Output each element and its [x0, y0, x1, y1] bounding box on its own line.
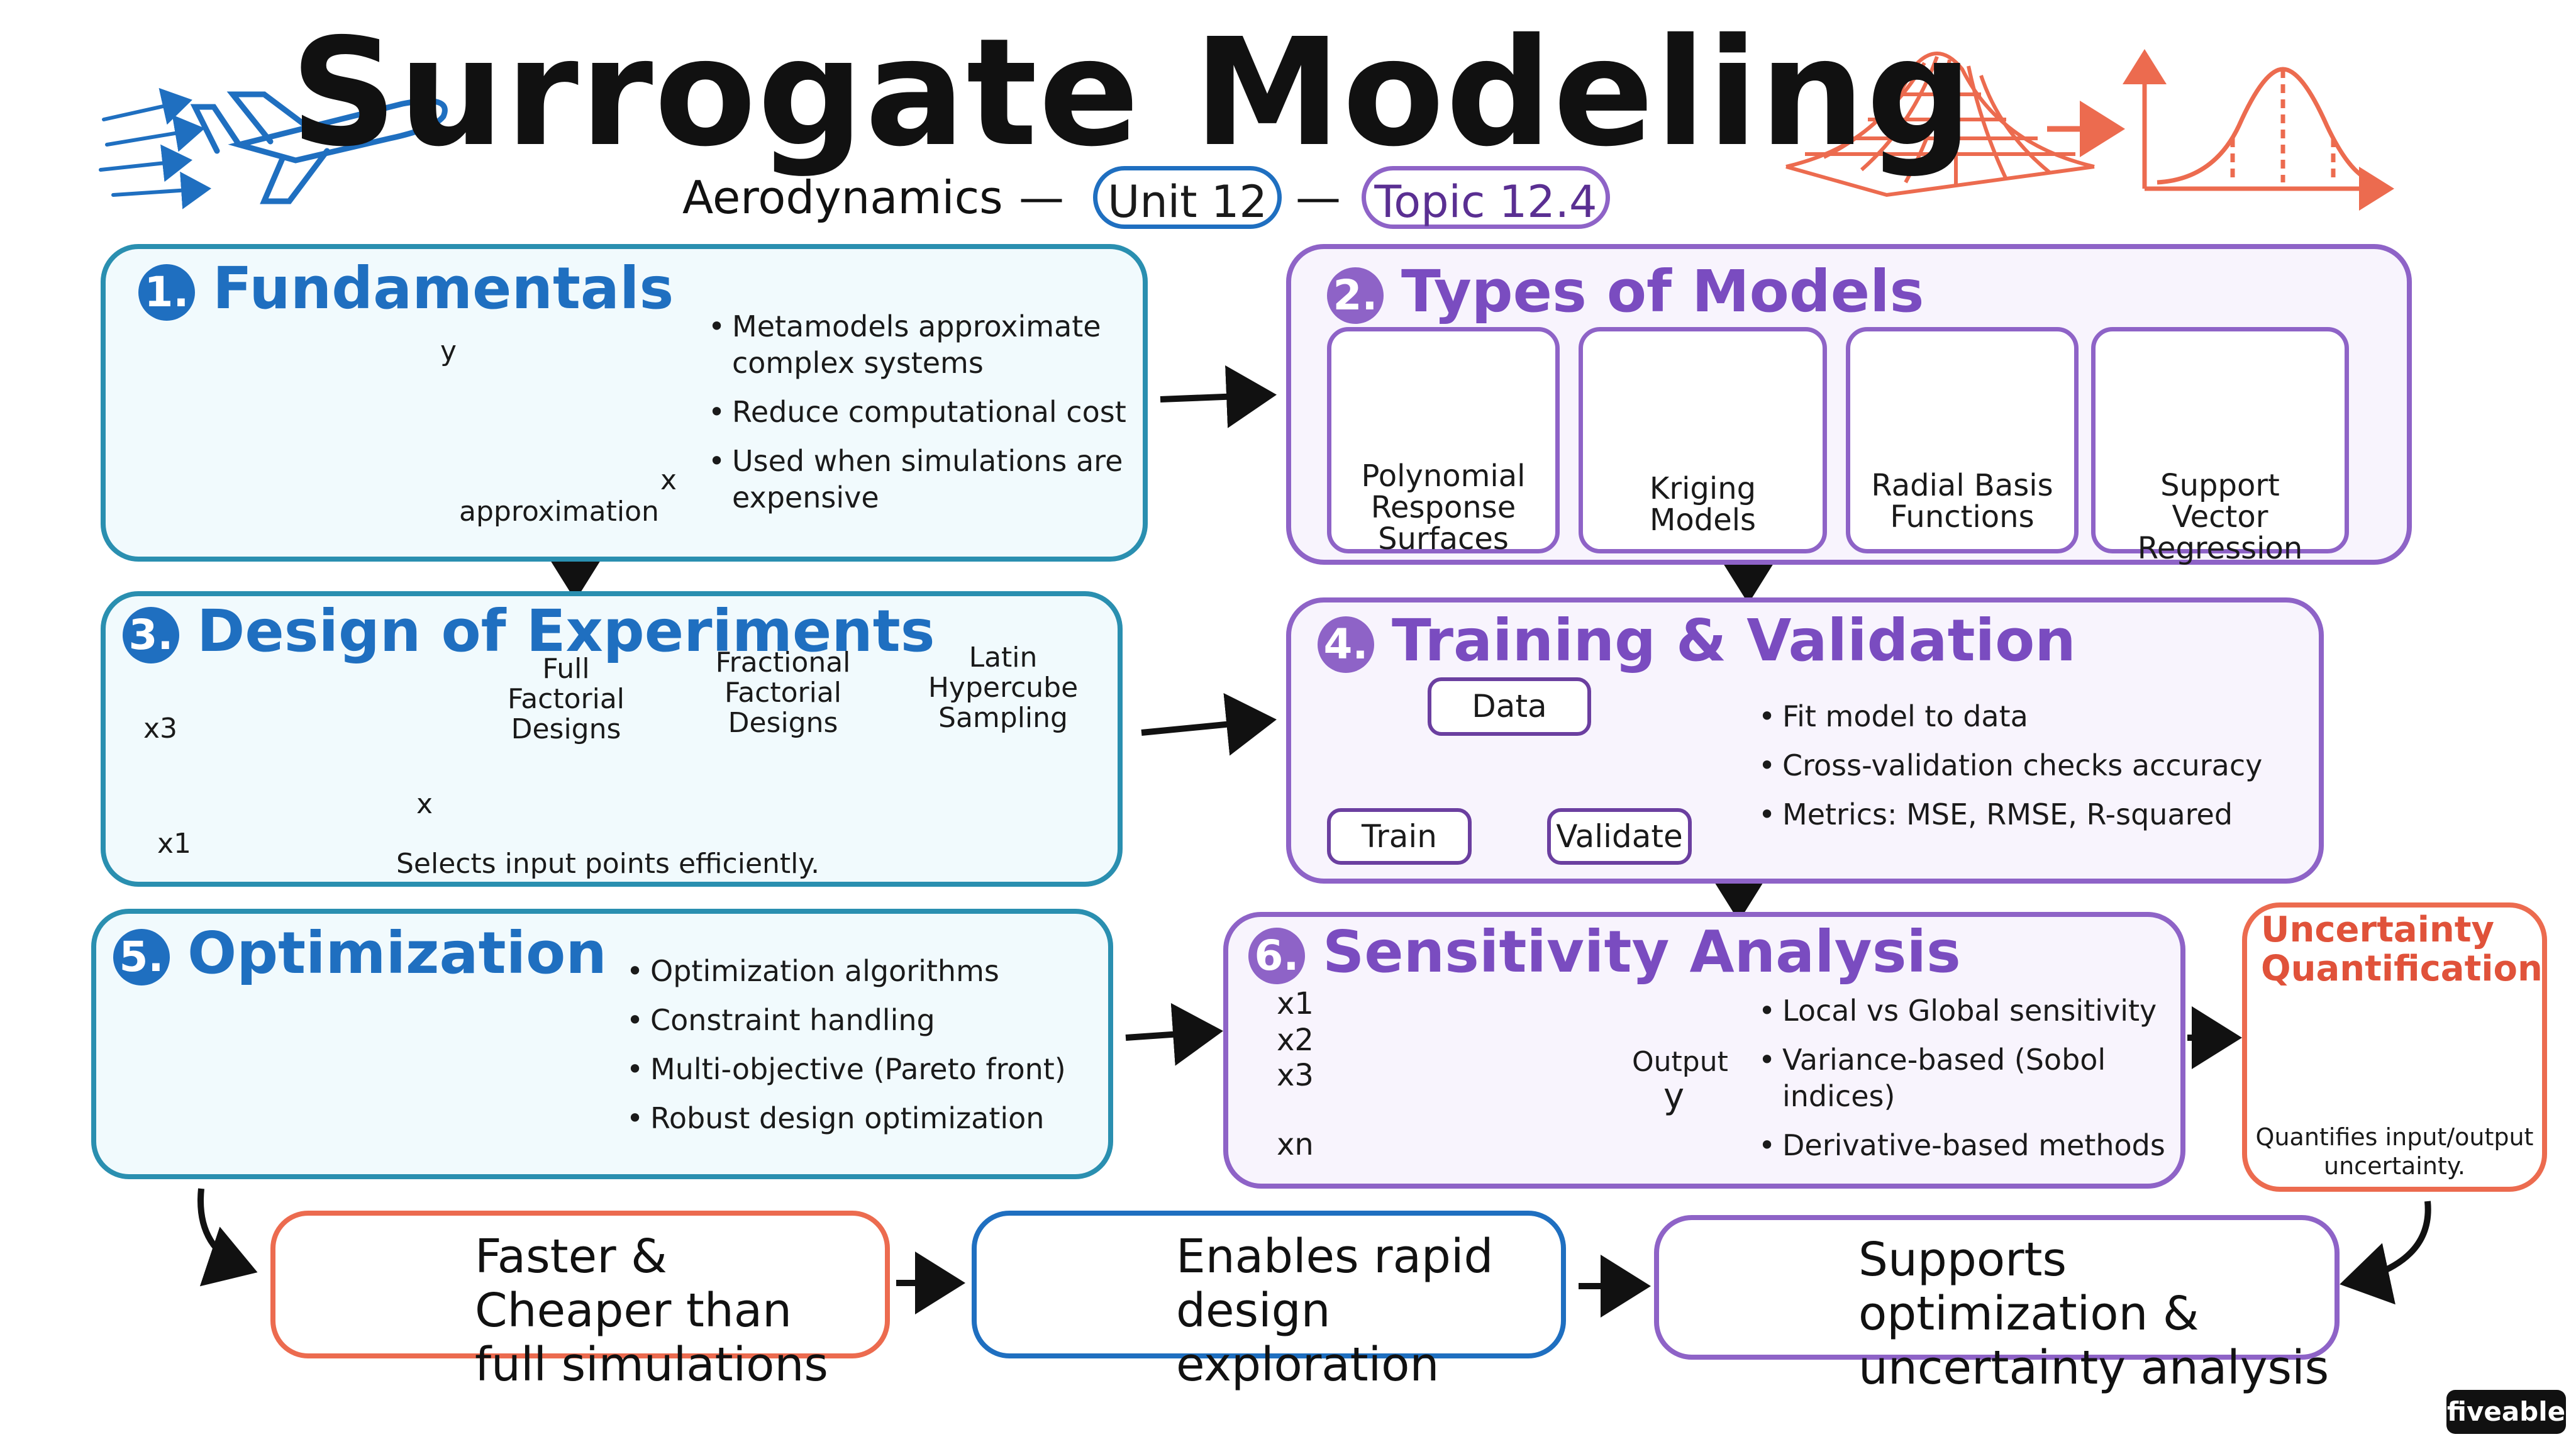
uq-caption: Quantifies input/output uncertainty.	[2255, 1123, 2534, 1180]
sensitivity-number: 6.	[1248, 927, 1305, 984]
fundamentals-bullet: Reduce computational cost	[704, 394, 1132, 430]
fundamentals-number: 1.	[138, 264, 195, 321]
outcome-text: Faster & Cheaper than full simulations	[475, 1230, 828, 1392]
brand-logo: fiveable	[2446, 1390, 2566, 1434]
sensitivity-input: x2	[1277, 1023, 1314, 1058]
doe-design-label: Latin Hypercube Sampling	[928, 641, 1079, 734]
training-bullet: Fit model to data	[1755, 698, 2308, 735]
sensitivity-bullet: Derivative-based methods	[1755, 1127, 2182, 1163]
sensitivity-input: xn	[1277, 1127, 1314, 1162]
outcome-design-exploration	[972, 1211, 1566, 1358]
model-card-label: Kriging Models	[1649, 471, 1757, 538]
header-dash-1: —	[1019, 171, 1064, 224]
fundamentals-bullet: Metamodels approximate complex systems	[704, 308, 1132, 381]
doe-axis-x1: x1	[157, 828, 192, 860]
doe-design-label: Fractional Factorial Designs	[715, 647, 851, 739]
flow-arrows	[197, 365, 2431, 1318]
model-card-kriging: Kriging Models	[1579, 327, 1827, 553]
model-card-rbf: Radial Basis Functions	[1846, 327, 2079, 553]
fundamentals-title: 1. Fundamentals	[138, 255, 674, 322]
training-bullet: Metrics: MSE, RMSE, R-squared	[1755, 796, 2308, 833]
data-box: Data	[1428, 677, 1591, 736]
doe-design-label: Full Factorial Designs	[507, 653, 625, 745]
outcome-optimization-uncertainty	[1654, 1215, 2340, 1360]
fundamentals-bullet: Used when simulations are expensive	[704, 443, 1132, 516]
graph-axis-x: x	[660, 464, 677, 496]
optimization-number: 5.	[113, 928, 170, 985]
fundamentals-bullets: Metamodels approximate complex systems R…	[704, 308, 1132, 528]
output-variable: y	[1663, 1076, 1685, 1117]
outcome-faster-cheaper	[270, 1211, 890, 1358]
optimization-title-text: Optimization	[187, 919, 607, 987]
optimization-bullets: Optimization algorithms Constraint handl…	[623, 953, 1101, 1149]
doe-title: 3. Design of Experiments	[123, 597, 935, 665]
optimization-title: 5. Optimization	[113, 919, 607, 987]
sensitivity-bullet: Local vs Global sensitivity	[1755, 992, 2182, 1029]
optimization-bullet: Multi-objective (Pareto front)	[623, 1051, 1101, 1087]
graph-label: approximation	[459, 496, 659, 528]
graph-axis-y: y	[440, 335, 457, 367]
outcome-text: Supports optimization & uncertainty anal…	[1858, 1233, 2329, 1395]
training-bullet: Cross-validation checks accuracy	[1755, 747, 2308, 784]
subject-label: Aerodynamics	[682, 171, 1003, 224]
output-label: Output	[1632, 1046, 1728, 1078]
training-number: 4.	[1318, 616, 1374, 673]
sensitivity-bullet: Variance-based (Sobol indices)	[1755, 1041, 2182, 1114]
doe-number: 3.	[123, 606, 179, 663]
doe-title-text: Design of Experiments	[197, 597, 935, 665]
sensitivity-input: x1	[1277, 986, 1314, 1021]
model-card-label: Support Vector Regression	[2137, 468, 2303, 566]
sensitivity-input: x3	[1277, 1058, 1314, 1093]
page-title: Surrogate Modeling	[290, 6, 1974, 179]
training-title: 4. Training & Validation	[1318, 607, 2076, 674]
train-box: Train	[1327, 808, 1472, 865]
doe-note: Selects input points efficiently.	[396, 848, 820, 880]
panel-uncertainty-quantification	[2242, 902, 2547, 1192]
sensitivity-bullets: Local vs Global sensitivity Variance-bas…	[1755, 992, 2182, 1176]
types-title-text: Types of Models	[1401, 258, 1924, 325]
validate-box: Validate	[1547, 808, 1692, 865]
optimization-bullet: Optimization algorithms	[623, 953, 1101, 989]
outcome-text: Enables rapid design exploration	[1176, 1230, 1494, 1392]
training-bullets: Fit model to data Cross-validation check…	[1755, 698, 2308, 845]
model-card-label: Radial Basis Functions	[1871, 468, 2053, 535]
surface-mesh-icon	[1785, 52, 2095, 197]
model-card-svr: Support Vector Regression	[2091, 327, 2349, 564]
panel-design-of-experiments	[101, 591, 1123, 887]
sensitivity-title-text: Sensitivity Analysis	[1323, 918, 1961, 985]
training-title-text: Training & Validation	[1392, 607, 2076, 674]
types-title: 2. Types of Models	[1327, 258, 1924, 325]
model-card-polynomial: Polynomial Response Surfaces	[1327, 327, 1560, 557]
sensitivity-title: 6. Sensitivity Analysis	[1248, 918, 1961, 985]
unit-pill: Unit 12	[1093, 166, 1282, 229]
uq-title: Uncertainty Quantification	[2261, 909, 2543, 989]
doe-axis-x: x	[416, 788, 433, 820]
distribution-icon	[2123, 49, 2394, 211]
types-number: 2.	[1327, 267, 1384, 324]
optimization-bullet: Robust design optimization	[623, 1100, 1101, 1136]
airplane-icon	[99, 87, 448, 209]
header-dash-2: —	[1296, 171, 1341, 224]
fundamentals-title-text: Fundamentals	[213, 255, 674, 322]
doe-axis-x3: x3	[143, 713, 178, 745]
model-card-label: Polynomial Response Surfaces	[1361, 458, 1526, 557]
topic-pill: Topic 12.4	[1362, 166, 1610, 229]
optimization-bullet: Constraint handling	[623, 1002, 1101, 1038]
